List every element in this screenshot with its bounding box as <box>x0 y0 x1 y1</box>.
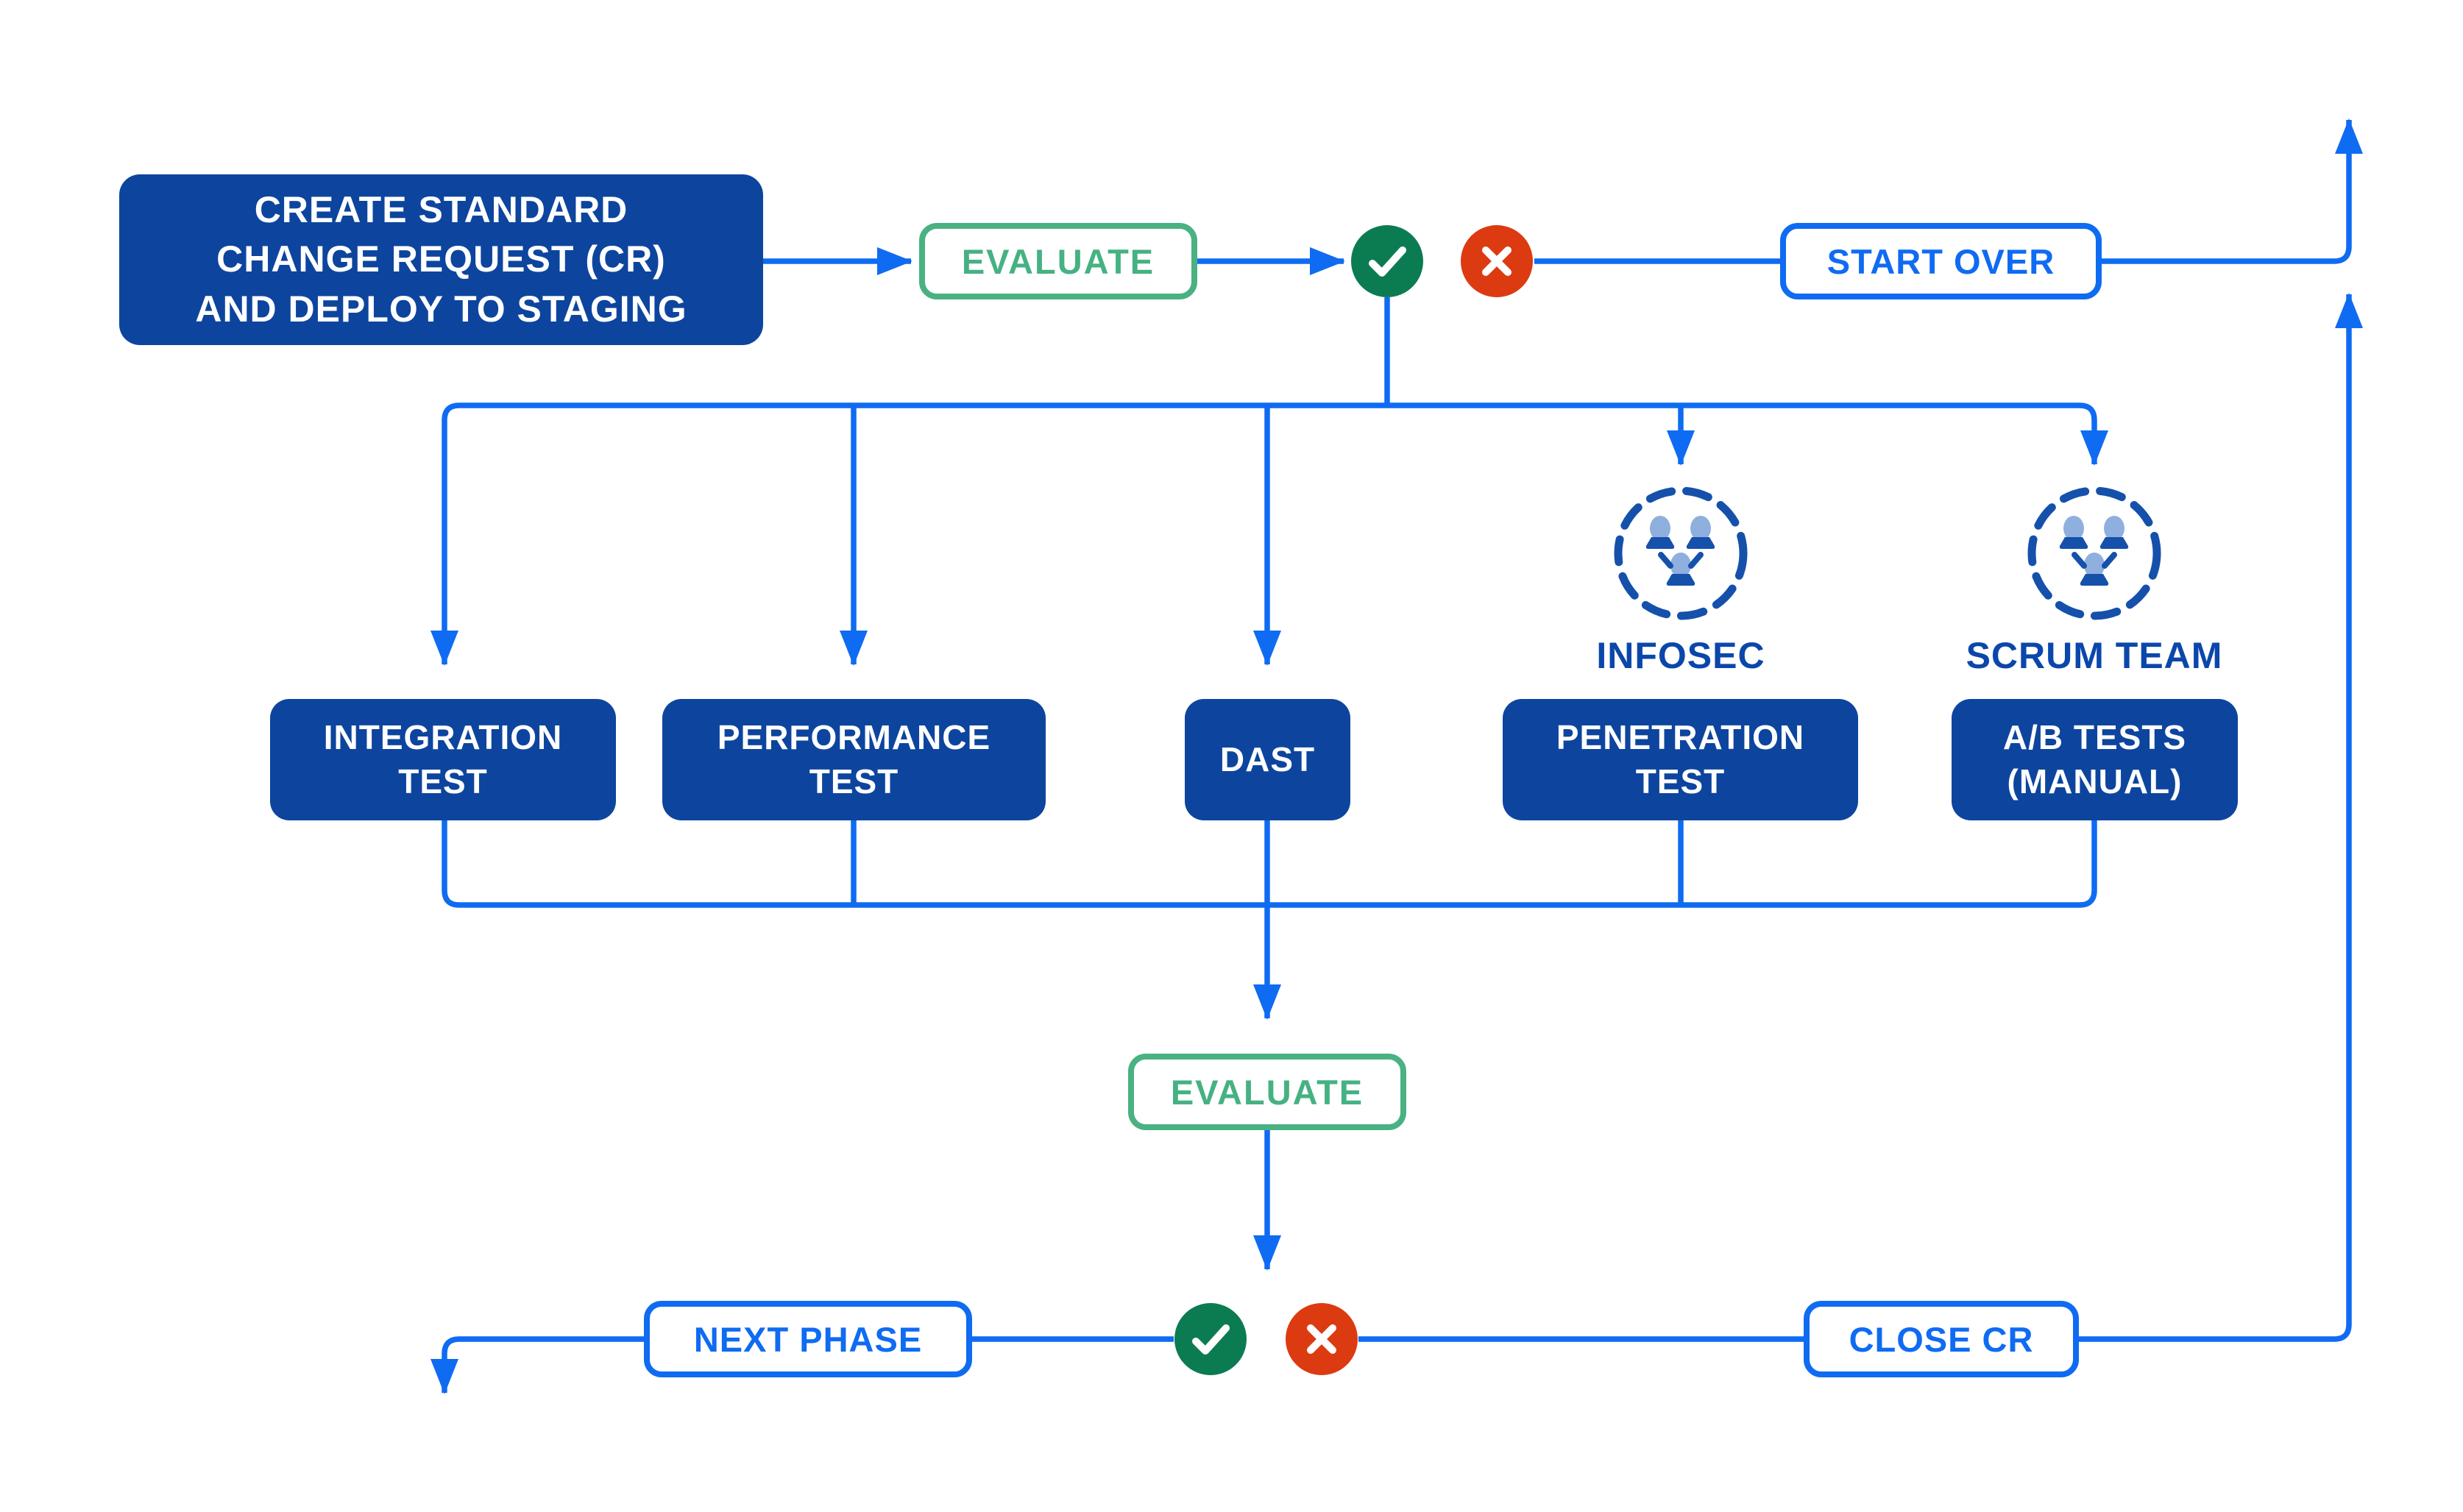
node-label: EVALUATE <box>961 241 1155 281</box>
flow-connectors <box>430 118 2363 1394</box>
reject-icon <box>1461 225 1533 297</box>
infosec-team-label: INFOSEC <box>1596 635 1765 676</box>
node-label: CLOSE CR <box>1849 1319 2034 1359</box>
node-label: START OVER <box>1826 241 2055 281</box>
node-evaluate-top: EVALUATE <box>919 223 1197 299</box>
reject-icon <box>1286 1303 1358 1375</box>
node-label-line: TEST <box>1635 762 1726 801</box>
node-dast: DAST <box>1185 699 1350 820</box>
node-label-line: TEST <box>809 762 899 801</box>
infosec-team-icon <box>1614 486 1748 620</box>
node-performance-test: PERFORMANCE TEST <box>662 699 1046 820</box>
node-close-cr: CLOSE CR <box>1804 1301 2079 1377</box>
node-label-line: (MANUAL) <box>2007 762 2183 801</box>
node-label-line: AND DEPLOY TO STAGING <box>195 288 687 330</box>
node-create-change-request: CREATE STANDARD CHANGE REQUEST (CR) AND … <box>119 174 763 345</box>
approve-icon <box>1351 225 1423 297</box>
scrum-team-label: SCRUM TEAM <box>1966 635 2223 676</box>
node-label: NEXT PHASE <box>693 1319 923 1359</box>
node-evaluate-bottom: EVALUATE <box>1128 1054 1406 1130</box>
node-label-line: CHANGE REQUEST (CR) <box>216 238 666 280</box>
approve-icon <box>1174 1303 1247 1375</box>
node-start-over: START OVER <box>1780 223 2102 299</box>
node-label-line: INTEGRATION <box>323 717 563 756</box>
node-penetration-test: PENETRATION TEST <box>1503 699 1858 820</box>
node-next-phase: NEXT PHASE <box>644 1301 972 1377</box>
node-label-line: PENETRATION <box>1556 717 1805 756</box>
node-label: DAST <box>1219 739 1316 778</box>
node-ab-tests-manual: A/B TESTS (MANUAL) <box>1952 699 2238 820</box>
node-label-line: TEST <box>398 762 488 801</box>
node-label: EVALUATE <box>1170 1072 1364 1112</box>
node-label-line: A/B TESTS <box>2002 717 2187 756</box>
node-integration-test: INTEGRATION TEST <box>270 699 616 820</box>
node-label-line: PERFORMANCE <box>717 717 991 756</box>
node-label-line: CREATE STANDARD <box>254 188 628 230</box>
scrum-team-icon <box>2027 486 2161 620</box>
